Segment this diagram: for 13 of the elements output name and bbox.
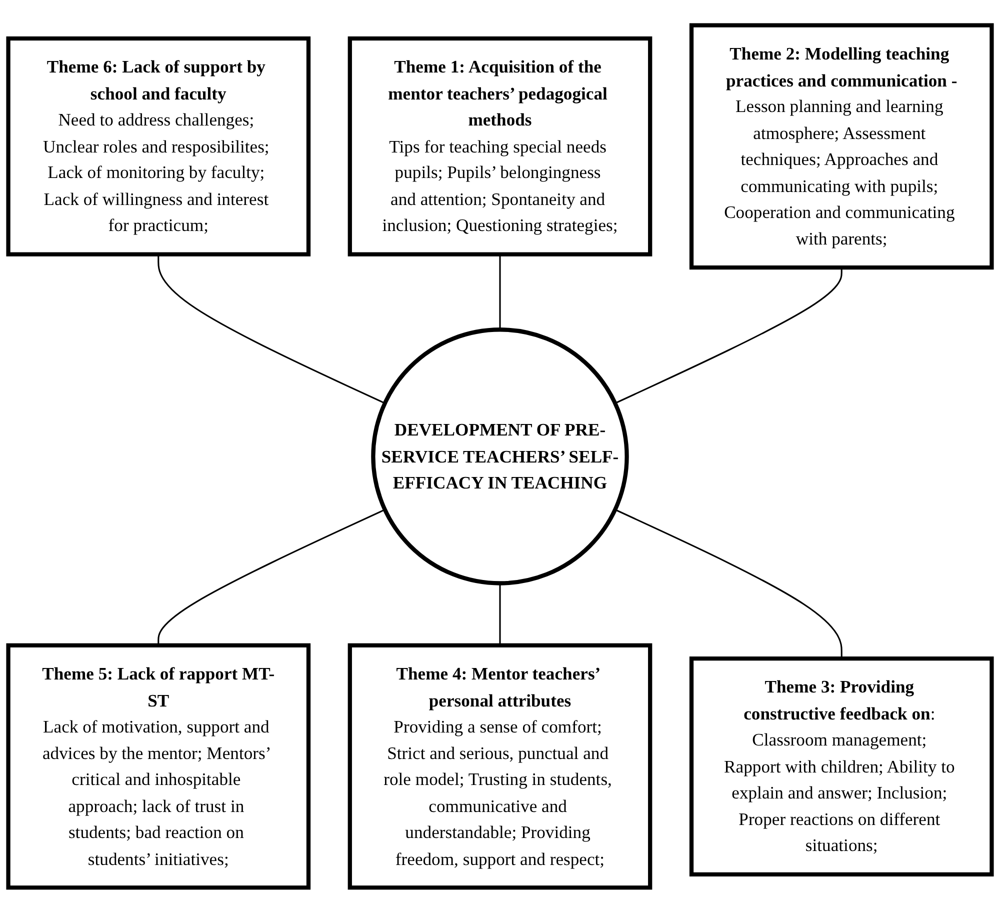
node-box: Theme 1: Acquisition of the mentor teachers’ pedagogical methods Tips for teaching special needs pupils; Pupils’ belongingness and attention; Spontaneity and inclusion; Questioning strategies; bbox=[348, 36, 652, 256]
node-box: Theme 4: Mentor teachers’ personal attributes Providing a sense of comfort; Strict and serious, punctual and role model; Trusting in students, communicative and understandable; Providing freedom, support and respect; bbox=[348, 643, 652, 890]
connector bbox=[499, 583, 501, 646]
connector bbox=[499, 254, 501, 330]
connector bbox=[614, 508, 842, 659]
node-box: Theme 2: Modelling teaching practices and communication - Lesson planning and learning atmosphere; Assessment techniques; Approaches and communicating with pupils; Cooperation and communicating with parents; bbox=[689, 23, 994, 270]
node-circle: DEVELOPMENT OF PRE-SERVICE TEACHERS’ SELF-EFFICACY IN TEACHING bbox=[371, 328, 629, 586]
node-box: Theme 5: Lack of rapport MT-ST Lack of motivation, support and advices by the mentor; Mentors’ critical and inhospitable approach; lack of trust in students; bad reaction on students’ initiatives; bbox=[6, 643, 311, 890]
connector bbox=[158, 508, 386, 646]
connector bbox=[158, 254, 386, 404]
node-box: Theme 6: Lack of support by school and faculty Need to address challenges; Unclear roles and resposibilites; Lack of monitoring by faculty; Lack of willingness and interest for practicum; bbox=[6, 36, 311, 256]
connector bbox=[614, 268, 842, 404]
node-box: Theme 3: Providing constructive feedback on: Classroom management; Rapport with children; Ability to explain and answer; Inclusion; Proper reactions on different situations; bbox=[689, 656, 994, 877]
